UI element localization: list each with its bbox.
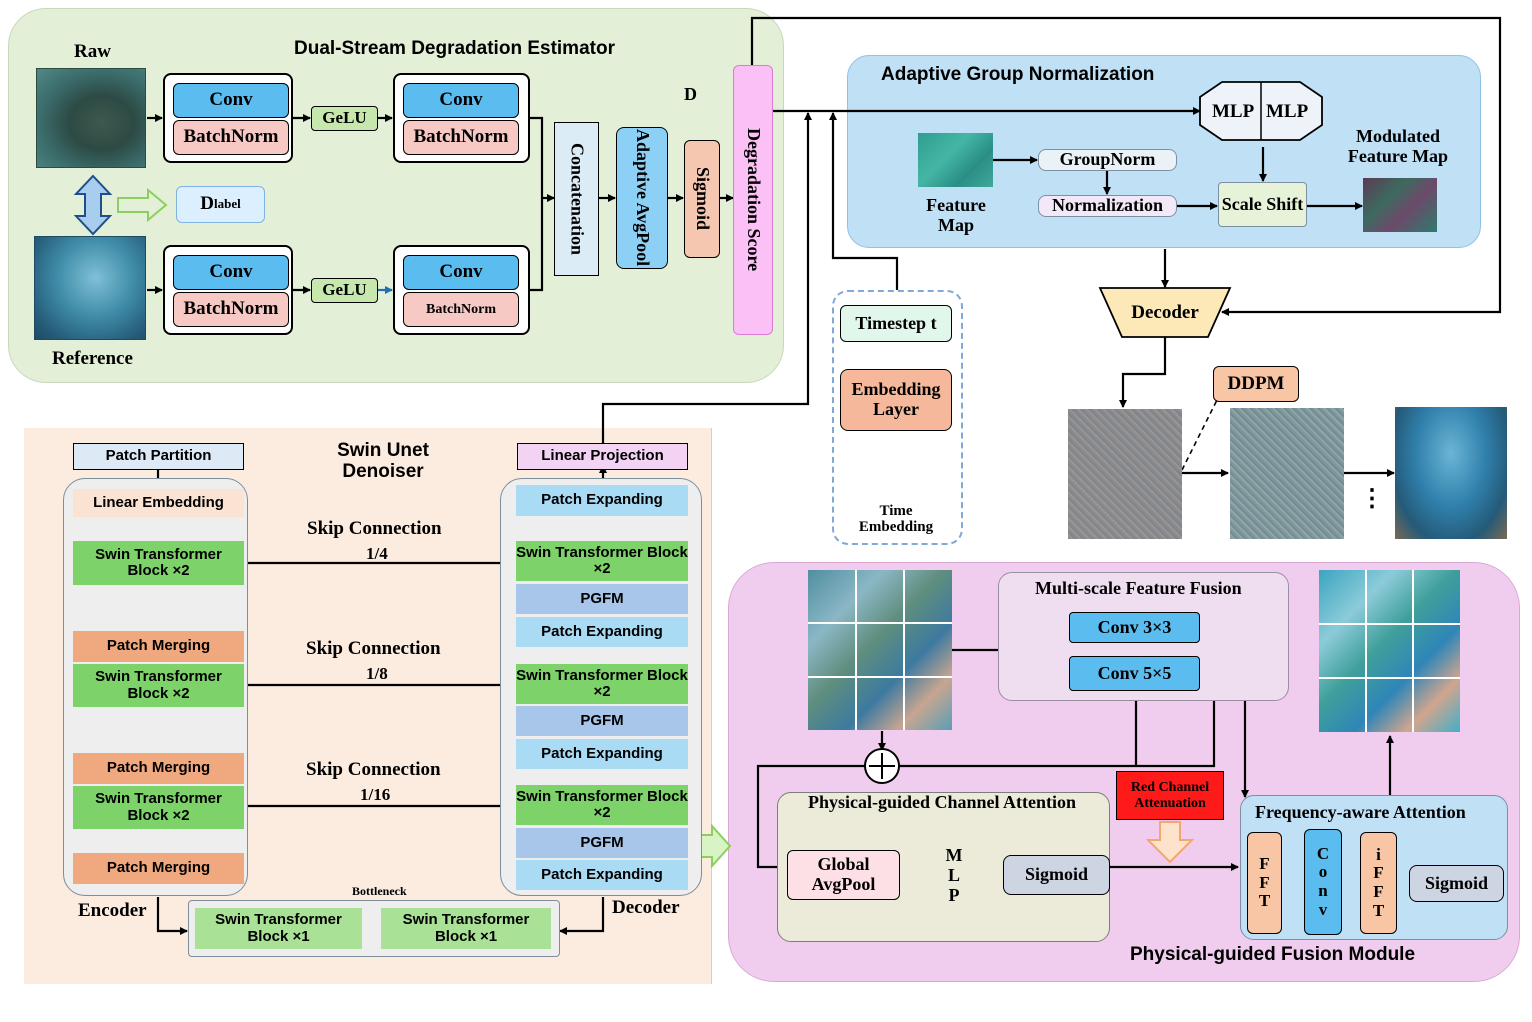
- raw-turtle-image: [36, 68, 146, 168]
- modulated-label: Modulated Feature Map: [1347, 126, 1449, 166]
- batchnorm-3: BatchNorm: [173, 292, 289, 327]
- encoder-swin-2: Swin Transformer Block ×2: [73, 664, 244, 707]
- conv3-box: Conv 3×3: [1069, 612, 1200, 643]
- scale-shift-box: Scale Shift: [1218, 182, 1307, 227]
- global-avgpool-box: Global AvgPool: [787, 850, 900, 900]
- encoder-swin-3: Swin Transformer Block ×2: [73, 786, 244, 829]
- gelu-1: GeLU: [311, 106, 378, 131]
- decoder-patch-expanding-1: Patch Expanding: [516, 485, 688, 516]
- decoder-pgfm-3: PGFM: [516, 828, 688, 858]
- decoder-patch-expanding-3: Patch Expanding: [516, 739, 688, 769]
- red-channel-box: Red Channel Attenuation: [1116, 771, 1224, 820]
- fft-box: F F T: [1247, 832, 1282, 934]
- ellipsis-dots: ⋮: [1360, 486, 1384, 512]
- gelu-2: GeLU: [311, 278, 378, 303]
- unet-decoder-label: Decoder: [612, 897, 680, 918]
- encoder-swin-1: Swin Transformer Block ×2: [73, 541, 244, 585]
- timestep-box: Timestep t: [840, 305, 952, 342]
- d-text: D: [684, 84, 697, 104]
- unet-title: Swin Unet Denoiser: [337, 440, 429, 482]
- bottleneck-swin-2: Swin Transformer Block ×1: [381, 908, 551, 949]
- raw-label: Raw: [74, 41, 111, 62]
- sigmoid-block: Sigmoid: [684, 140, 720, 258]
- groupnorm-box: GroupNorm: [1038, 149, 1177, 171]
- batchnorm-2: BatchNorm: [403, 120, 519, 155]
- reference-turtle-image: [34, 236, 146, 340]
- norm-title: Adaptive Group Normalization: [881, 64, 1155, 85]
- encoder-label: Encoder: [78, 900, 147, 921]
- time-embedding-label: Time Embedding: [858, 502, 934, 536]
- decoder-swin-2: Swin Transformer Block ×2: [516, 664, 688, 704]
- mlp-label-2: MLP: [1266, 101, 1309, 122]
- conv5-box: Conv 5×5: [1069, 656, 1200, 691]
- skip-ratio-2: 1/8: [366, 664, 388, 683]
- decoder-swin-1: Swin Transformer Block ×2: [516, 541, 688, 581]
- partial-denoised-image: [1230, 408, 1344, 539]
- encoder-patch-merging-1: Patch Merging: [73, 631, 244, 662]
- conv-3: Conv: [173, 255, 289, 290]
- msff-title: Multi-scale Feature Fusion: [1035, 578, 1242, 598]
- decoder-pgfm-2: PGFM: [516, 706, 688, 736]
- decoder-patch-expanding-2: Patch Expanding: [516, 617, 688, 647]
- fusion-title: Physical-guided Fusion Module: [1130, 944, 1416, 965]
- bottleneck-label: Bottleneck: [352, 884, 407, 898]
- skip-connection-2: Skip Connection: [306, 638, 441, 659]
- faa-title: Frequency-aware Attention: [1255, 802, 1466, 822]
- fish-input-grid: [808, 570, 952, 730]
- decoder-swin-3: Swin Transformer Block ×2: [516, 785, 688, 825]
- batchnorm-4: BatchNorm: [403, 292, 519, 327]
- skip-ratio-3: 1/16: [360, 785, 391, 804]
- noise-image: [1068, 409, 1182, 539]
- conv-4: Conv: [403, 255, 519, 290]
- conv-2: Conv: [403, 83, 519, 118]
- mlp-label-1: MLP: [1212, 101, 1255, 122]
- ifft-box: i F F T: [1360, 832, 1397, 934]
- patch-partition-box: Patch Partition: [73, 443, 244, 470]
- encoder-patch-merging-2: Patch Merging: [73, 753, 244, 784]
- reference-label: Reference: [52, 348, 133, 369]
- pgca-mlp-label: M L P: [945, 845, 963, 905]
- skip-ratio-1: 1/4: [366, 544, 388, 563]
- clean-output-image: [1395, 407, 1507, 539]
- linear-embedding-box: Linear Embedding: [73, 489, 244, 517]
- normalization-box: Normalization: [1038, 195, 1177, 217]
- pgca-sigmoid-box: Sigmoid: [1003, 855, 1110, 895]
- faa-conv-box: C o n v: [1304, 829, 1342, 935]
- feature-map-label: Feature Map: [926, 195, 986, 235]
- d-label-sub: label: [214, 196, 241, 212]
- bottleneck-swin-1: Swin Transformer Block ×1: [195, 908, 362, 949]
- concatenation-block: Concatenation: [554, 122, 599, 276]
- encoder-patch-merging-3: Patch Merging: [73, 853, 244, 884]
- d-label-main: D: [200, 193, 214, 215]
- batchnorm-1: BatchNorm: [173, 120, 289, 155]
- feature-map-image: [918, 133, 993, 187]
- conv-1: Conv: [173, 83, 289, 118]
- ddpm-box: DDPM: [1213, 366, 1299, 402]
- fish-output-grid: [1319, 570, 1460, 732]
- embedding-layer-box: Embedding Layer: [840, 369, 952, 431]
- linear-projection-box: Linear Projection: [517, 443, 688, 470]
- estimator-title: Dual-Stream Degradation Estimator: [294, 38, 615, 59]
- decoder-patch-expanding-4: Patch Expanding: [516, 860, 688, 890]
- modulated-feature-image: [1363, 178, 1437, 232]
- adaptive-avgpool-block: Adaptive AvgPool: [616, 127, 668, 269]
- skip-connection-1: Skip Connection: [307, 518, 442, 539]
- pgca-title: Physical-guided Channel Attention: [808, 792, 1077, 812]
- faa-sigmoid-box: Sigmoid: [1409, 865, 1504, 902]
- degradation-score-block: Degradation Score: [733, 65, 773, 335]
- decoder-label: Decoder: [1131, 301, 1199, 323]
- decoder-pgfm-1: PGFM: [516, 584, 688, 614]
- skip-connection-3: Skip Connection: [306, 759, 441, 780]
